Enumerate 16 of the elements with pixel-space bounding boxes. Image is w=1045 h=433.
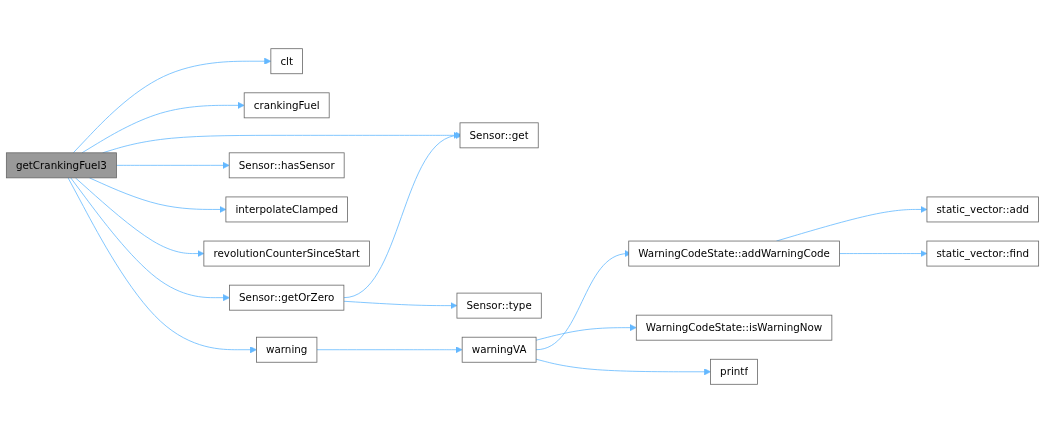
node-box: interpolateClamped: [225, 196, 348, 223]
node-box: warning: [256, 336, 318, 363]
node-box: Sensor::getOrZero: [229, 284, 345, 311]
node-box: Sensor::get: [459, 122, 539, 149]
node-box: Sensor::hasSensor: [228, 152, 345, 179]
node-box: Sensor::type: [456, 292, 542, 319]
node-box: getCrankingFuel3: [5, 152, 117, 179]
node-box: WarningCodeState::addWarningCode: [628, 240, 840, 267]
node-box: crankingFuel: [243, 92, 330, 119]
node-box: warningVA: [461, 336, 537, 363]
node-box: WarningCodeState::isWarningNow: [635, 314, 833, 341]
node-box: static_vector::find: [926, 240, 1040, 267]
node-box: printf: [710, 358, 758, 385]
node-box: revolutionCounterSinceStart: [203, 240, 370, 267]
node-box: static_vector::add: [926, 196, 1039, 223]
node-box: clt: [270, 48, 303, 75]
